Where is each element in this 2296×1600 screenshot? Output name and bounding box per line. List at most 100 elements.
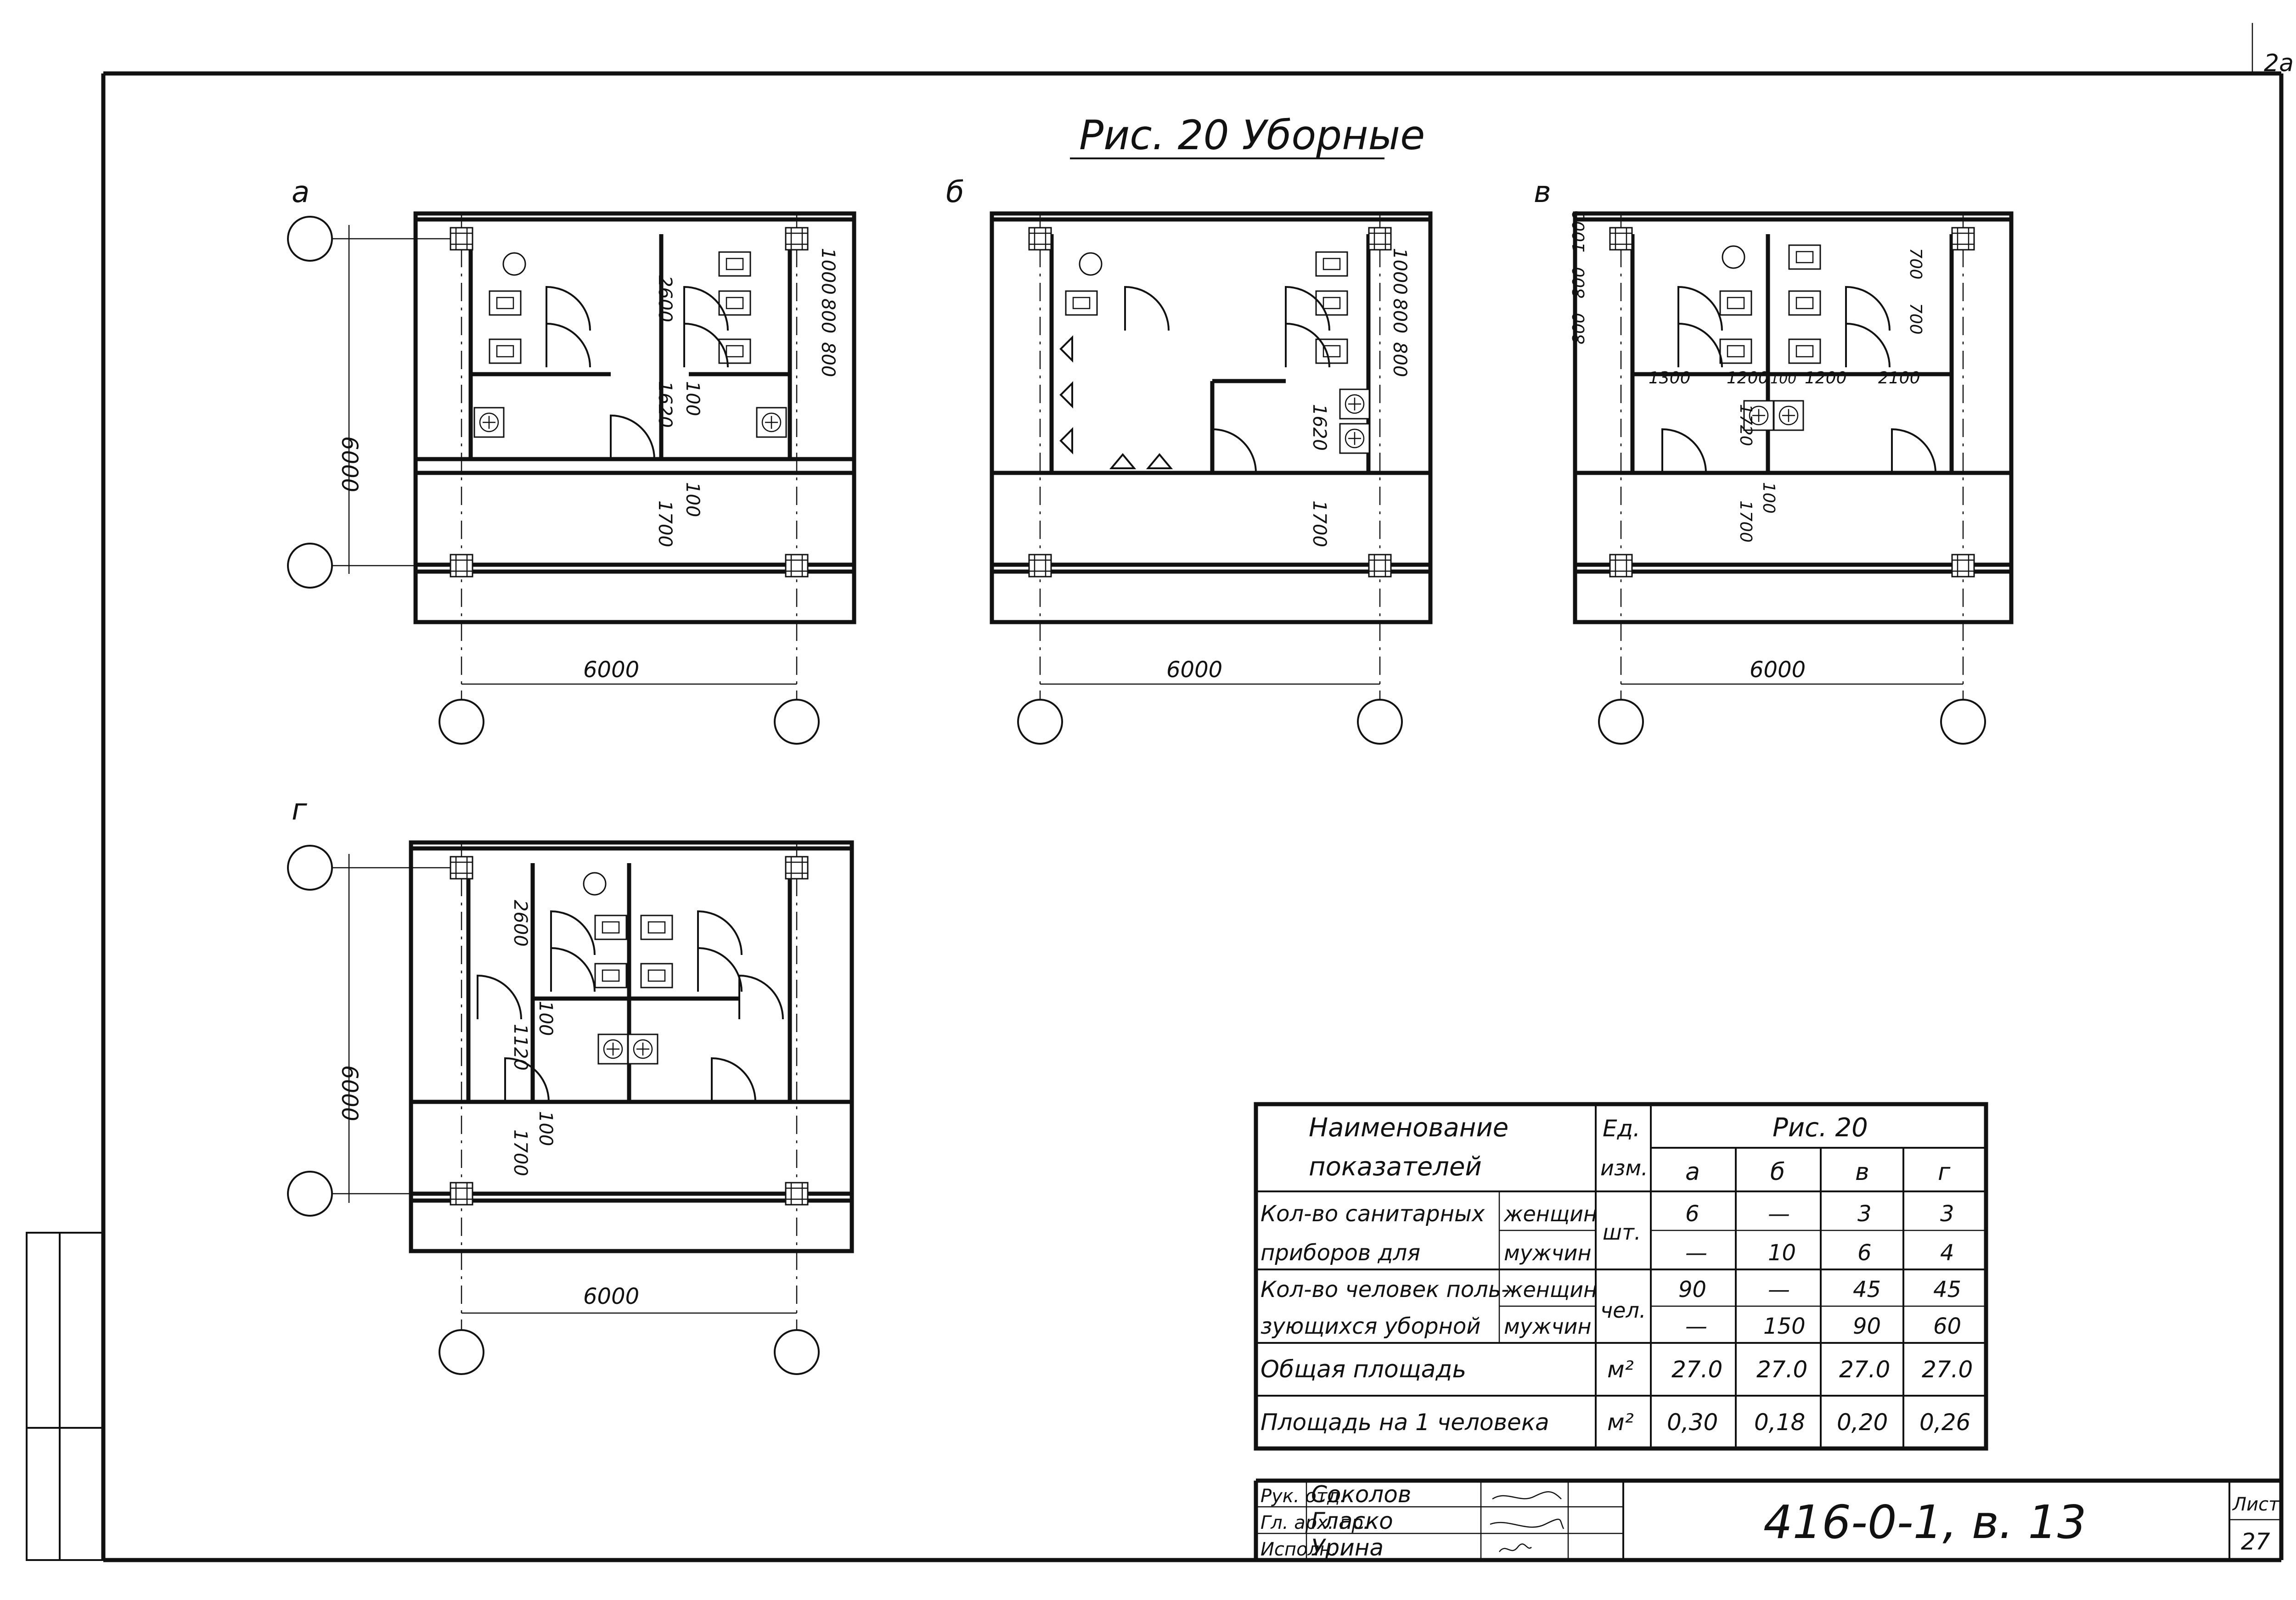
plan-v-dim-inner: 800	[1570, 267, 1588, 298]
plan-a-dim-bottom: 6000	[583, 657, 639, 683]
plan-b-dim-inner: 800	[1389, 298, 1410, 333]
row2-unit: чел.	[1600, 1298, 1646, 1323]
sheet-number: 27	[2241, 1528, 2270, 1555]
grid-axis-bubble	[1940, 699, 1986, 745]
title-name-1: Соколов	[1311, 1481, 1411, 1508]
row1-sub2-name: мужчин	[1504, 1241, 1592, 1265]
row1-sub1-val-g: 3	[1940, 1201, 1954, 1227]
plan-v-dim-inner: 700	[1906, 248, 1925, 280]
plan-v-dim-inner: 1720	[1736, 404, 1755, 446]
title-role-1: Рук. отд.	[1261, 1486, 1346, 1507]
row4-label: Площадь на 1 человека	[1261, 1409, 1549, 1436]
grid-axis-bubble	[287, 543, 333, 589]
plan-v-dim-inner: 1700	[1736, 500, 1755, 543]
table-header-group: Рис. 20	[1773, 1113, 1868, 1143]
row2-sub2-name: мужчин	[1504, 1314, 1592, 1339]
page-corner-mark: 2a	[2264, 50, 2294, 77]
title-role-3: Исполн.	[1261, 1539, 1337, 1560]
plan-g-letter: г	[292, 793, 307, 827]
plan-a: а	[287, 175, 856, 745]
plan-a-dim-inner: 1620	[654, 381, 675, 428]
sheet-label: Лист	[2232, 1494, 2280, 1515]
plan-v-dim-inner: 2100	[1878, 369, 1920, 387]
sheet-frame	[26, 71, 2284, 1562]
row3-val-a: 27.0	[1671, 1356, 1722, 1383]
row1-sub1-val-b: —	[1768, 1201, 1790, 1227]
plan-g-dim-inner: 100	[535, 1001, 556, 1036]
plan-g: г	[287, 793, 854, 1375]
plan-v-dim-inner: 1200	[1805, 369, 1847, 387]
row1-sub1-val-v: 3	[1857, 1201, 1872, 1227]
row2-label-1: Кол-во человек поль-	[1261, 1277, 1509, 1302]
plan-g-dim-bottom: 6000	[583, 1284, 639, 1309]
row2-sub2-val-v: 90	[1853, 1314, 1881, 1339]
row4-val-g: 0,26	[1919, 1409, 1970, 1436]
row2-sub1-val-b: —	[1768, 1277, 1790, 1302]
grid-axis-bubble	[439, 1329, 484, 1375]
table-col-g: г	[1938, 1158, 1951, 1186]
plan-g-dim-side: 6000	[337, 1065, 362, 1121]
row4-val-a: 0,30	[1667, 1409, 1718, 1436]
row1-sub2-val-b: 10	[1768, 1240, 1796, 1266]
plan-b-dim-inner: 1000	[1389, 248, 1410, 295]
plan-a-dim-inner: 100	[682, 482, 703, 517]
row1-sub2-val-a: —	[1685, 1240, 1707, 1266]
plan-a-dim-inner: 2600	[654, 275, 675, 322]
table-col-b: б	[1770, 1158, 1785, 1186]
plan-b-dim-inner: 1620	[1309, 404, 1330, 451]
plan-a-dim-inner: 1700	[654, 500, 675, 547]
plan-v-dim-inner: 1200	[1727, 369, 1769, 387]
plan-v-dim-bottom: 6000	[1750, 657, 1806, 683]
plan-a-dim-inner: 800	[817, 342, 838, 377]
row2-sub1-name: женщин	[1503, 1277, 1597, 1302]
plan-b-letter: б	[946, 175, 964, 209]
table-header-unit-1: Ед.	[1603, 1115, 1640, 1142]
plan-b-dim-bottom: 6000	[1166, 657, 1222, 683]
row3-label: Общая площадь	[1261, 1356, 1466, 1383]
figure-title: Рис. 20 Уборные	[1079, 112, 1425, 159]
row1-sub2-val-g: 4	[1940, 1240, 1954, 1266]
title-role-2: Гл. арх. пр.	[1261, 1512, 1369, 1533]
grid-axis-bubble	[1598, 699, 1644, 745]
row1-unit: шт.	[1603, 1220, 1641, 1245]
row4-val-b: 0,18	[1754, 1409, 1805, 1436]
plan-a-dim-inner: 100	[682, 381, 703, 416]
plan-v: в 800 800 1000 700 7	[1534, 175, 2014, 745]
title-name-3: Урина	[1311, 1534, 1384, 1561]
title-name-2: Гласко	[1311, 1508, 1393, 1534]
plan-a-dim-side: 6000	[337, 436, 362, 492]
doc-code: 416-0-1, в. 13	[1763, 1495, 2087, 1549]
row2-label-2: зующихся уборной	[1261, 1314, 1480, 1339]
signatures	[1490, 1491, 1564, 1552]
grid-axis-bubble	[439, 699, 484, 745]
plan-g-dim-inner: 1700	[510, 1129, 531, 1176]
plan-b: б 1000 800 800 1620 1700	[946, 175, 1433, 745]
row1-sub2-val-v: 6	[1857, 1240, 1872, 1266]
row3-val-b: 27.0	[1756, 1356, 1807, 1383]
table-header-unit-2: изм.	[1600, 1156, 1648, 1180]
row3-val-v: 27.0	[1839, 1356, 1890, 1383]
plan-g-dim-inner: 100	[535, 1111, 556, 1146]
indicators-table: Наименование показателей Ед. изм. Рис. 2…	[1254, 1102, 1988, 1451]
row4-unit: м²	[1607, 1409, 1634, 1436]
plan-b-dim-inner: 1700	[1309, 500, 1330, 547]
grid-axis-bubble	[774, 1329, 820, 1375]
row2-sub1-val-a: 90	[1678, 1277, 1706, 1302]
table-header-name-2: показателей	[1309, 1152, 1482, 1182]
row3-val-g: 27.0	[1922, 1356, 1973, 1383]
row3-unit: м²	[1607, 1356, 1634, 1383]
row1-sub1-name: женщин	[1503, 1201, 1597, 1226]
plan-v-dim-inner: 100	[1759, 482, 1778, 514]
plan-b-dim-inner: 800	[1389, 342, 1410, 377]
row1-label-1: Кол-во санитарных	[1261, 1201, 1485, 1227]
table-col-a: а	[1685, 1158, 1700, 1186]
plan-v-dim-inner: 1000	[1570, 210, 1588, 253]
plan-a-dim-inner: 800	[817, 298, 838, 333]
grid-axis-bubble	[287, 216, 333, 262]
grid-axis-bubble	[1357, 699, 1403, 745]
grid-axis-bubble	[287, 1171, 333, 1217]
plan-v-letter: в	[1534, 175, 1551, 209]
row1-label-2: приборов для	[1261, 1240, 1420, 1266]
plan-a-dim-inner: 1000	[817, 248, 838, 295]
